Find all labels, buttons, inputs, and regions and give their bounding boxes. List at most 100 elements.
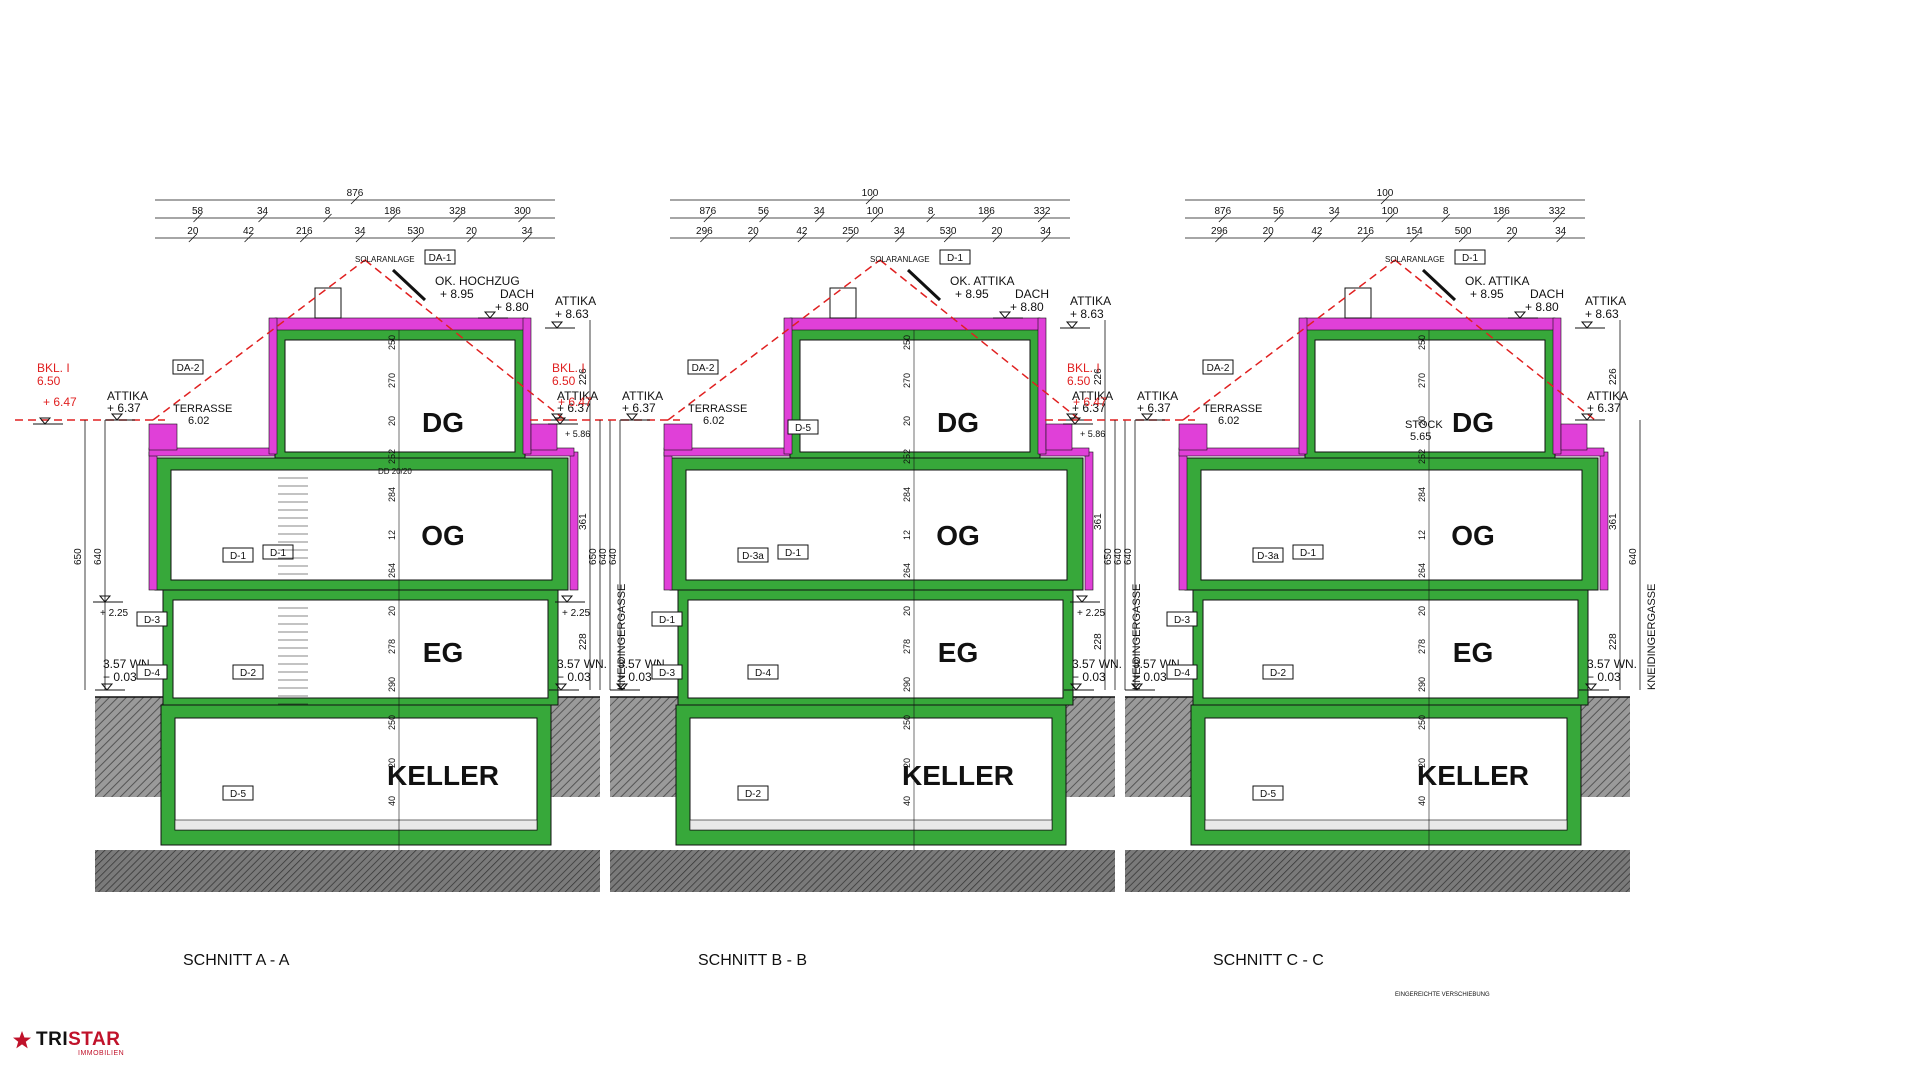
dg-roof-insulation bbox=[1304, 317, 1556, 331]
floor-label-og: OG bbox=[421, 520, 465, 551]
interior-dim-label: 20 bbox=[902, 606, 912, 616]
terrace-parapet-right bbox=[1045, 423, 1073, 451]
dim-tick bbox=[700, 233, 709, 243]
interior-dim-label: 20 bbox=[902, 416, 912, 426]
star-icon bbox=[13, 1031, 31, 1049]
ok-value: + 8.95 bbox=[1470, 287, 1504, 301]
door-tag: D-3a bbox=[737, 547, 769, 563]
bkl-marker bbox=[1063, 417, 1093, 425]
solar-label: SOLARANLAGE bbox=[355, 255, 415, 264]
dim-tick bbox=[703, 213, 713, 223]
floor-label-dg: DG bbox=[422, 407, 464, 438]
dg-roof-insulation bbox=[789, 317, 1041, 331]
dim-640-left: 640 bbox=[608, 548, 619, 565]
top-dim-label: 20 bbox=[991, 226, 1003, 237]
og-insulation-left bbox=[148, 451, 158, 591]
interior-dim-label: 12 bbox=[902, 530, 912, 540]
door-tag-label: D-1 bbox=[1462, 253, 1479, 264]
dim-361: 361 bbox=[1093, 513, 1104, 530]
height-diag-left bbox=[152, 259, 366, 421]
dim-tick bbox=[1552, 213, 1562, 223]
ground-lower bbox=[610, 850, 1115, 892]
level-triangle bbox=[1130, 683, 1144, 691]
wn-right-label: 3.57 WN. bbox=[1587, 657, 1637, 671]
level-225-right-marker bbox=[555, 595, 585, 603]
interior-dim-label: 20 bbox=[902, 758, 912, 768]
door-tag-label: D-1 bbox=[947, 253, 964, 264]
attika-right-label: ATTIKA bbox=[1072, 389, 1113, 403]
dim-640-right: 640 bbox=[1628, 548, 1639, 565]
door-tag-label: D-2 bbox=[1270, 668, 1287, 679]
level-225-left: + 2.25 bbox=[100, 608, 129, 619]
dim-tick bbox=[797, 233, 807, 243]
interior-dim-label: 252 bbox=[387, 449, 397, 464]
level-triangle bbox=[615, 683, 629, 691]
door-tag-box bbox=[1454, 249, 1486, 265]
floor-label-og: OG bbox=[936, 520, 980, 551]
door-tag: D-3a bbox=[1252, 547, 1284, 563]
top-dim-label: 34 bbox=[894, 226, 906, 237]
level-triangle bbox=[1065, 413, 1079, 421]
terrace-value: 6.02 bbox=[703, 415, 724, 427]
bkl-level: + 6.47 bbox=[43, 395, 77, 409]
og-insulation-left bbox=[1178, 451, 1188, 591]
dim-tick bbox=[1263, 233, 1273, 243]
dim-tick bbox=[1274, 213, 1283, 223]
dim-640-left: 640 bbox=[93, 548, 104, 565]
door-tag: D-1 bbox=[651, 611, 683, 627]
floor-label-keller: KELLER bbox=[902, 760, 1014, 791]
bkl-level: + 6.47 bbox=[1073, 395, 1107, 409]
dim-tick bbox=[1497, 213, 1506, 223]
door-tag-label: D-1 bbox=[1300, 548, 1317, 559]
level-triangle bbox=[38, 417, 52, 425]
ground-lower bbox=[1125, 850, 1630, 892]
dim-650: 650 bbox=[73, 548, 84, 565]
height-diag-left bbox=[1182, 259, 1396, 421]
dim-tick bbox=[1037, 213, 1047, 223]
floor-label-eg: EG bbox=[938, 637, 978, 668]
door-tag: DA-2 bbox=[1202, 359, 1234, 375]
dim-tick bbox=[895, 233, 904, 243]
solar-panel bbox=[391, 268, 427, 302]
dim-tick bbox=[943, 233, 953, 243]
door-tag-label: DA-1 bbox=[429, 253, 452, 264]
top-dim-label: 216 bbox=[1357, 226, 1374, 237]
door-tag: D-3 bbox=[651, 664, 683, 680]
attika-left-value: + 6.37 bbox=[1137, 401, 1171, 415]
level-586-label: + 5.86 bbox=[565, 429, 590, 439]
dim-tick bbox=[926, 213, 935, 223]
terrace-value: 6.02 bbox=[188, 415, 209, 427]
stock-value: 5.65 bbox=[1410, 431, 1431, 443]
interior-dim-label: 20 bbox=[1417, 416, 1427, 426]
door-tag-label: DA-2 bbox=[1207, 363, 1230, 374]
attika-left-value: + 6.37 bbox=[107, 401, 141, 415]
attika-left-label: ATTIKA bbox=[1137, 389, 1178, 403]
top-dim-label: 250 bbox=[842, 226, 859, 237]
top-dim-label: 34 bbox=[814, 206, 826, 217]
door-tag: D-3 bbox=[136, 611, 168, 627]
interior-dim-label: 250 bbox=[387, 335, 397, 350]
door-tag: DA-2 bbox=[172, 359, 204, 375]
door-tag-box bbox=[1252, 785, 1284, 801]
level-triangle bbox=[550, 321, 564, 329]
attika-right-value: + 6.37 bbox=[1072, 401, 1106, 415]
dim-tick bbox=[870, 213, 880, 223]
interior-dim-label: 290 bbox=[387, 677, 397, 692]
keller-room bbox=[1204, 717, 1568, 831]
door-tag-label: D-2 bbox=[745, 789, 762, 800]
door-tag: D-1 bbox=[777, 544, 809, 560]
top-dim-label: 34 bbox=[257, 206, 269, 217]
keller-slab bbox=[689, 819, 1053, 831]
dg-insulation-left bbox=[268, 317, 278, 455]
dim-640-right: 640 bbox=[598, 548, 609, 565]
stair-note: DD 20/20 bbox=[378, 467, 412, 476]
attika-top-label: ATTIKA bbox=[555, 294, 596, 308]
top-dim-label: 328 bbox=[449, 206, 466, 217]
top-dim-label: 186 bbox=[978, 206, 995, 217]
top-dim-label: 42 bbox=[243, 226, 255, 237]
dim-tick bbox=[1507, 233, 1517, 243]
dim-tick bbox=[188, 233, 198, 243]
bkl-value: 6.50 bbox=[552, 374, 576, 388]
